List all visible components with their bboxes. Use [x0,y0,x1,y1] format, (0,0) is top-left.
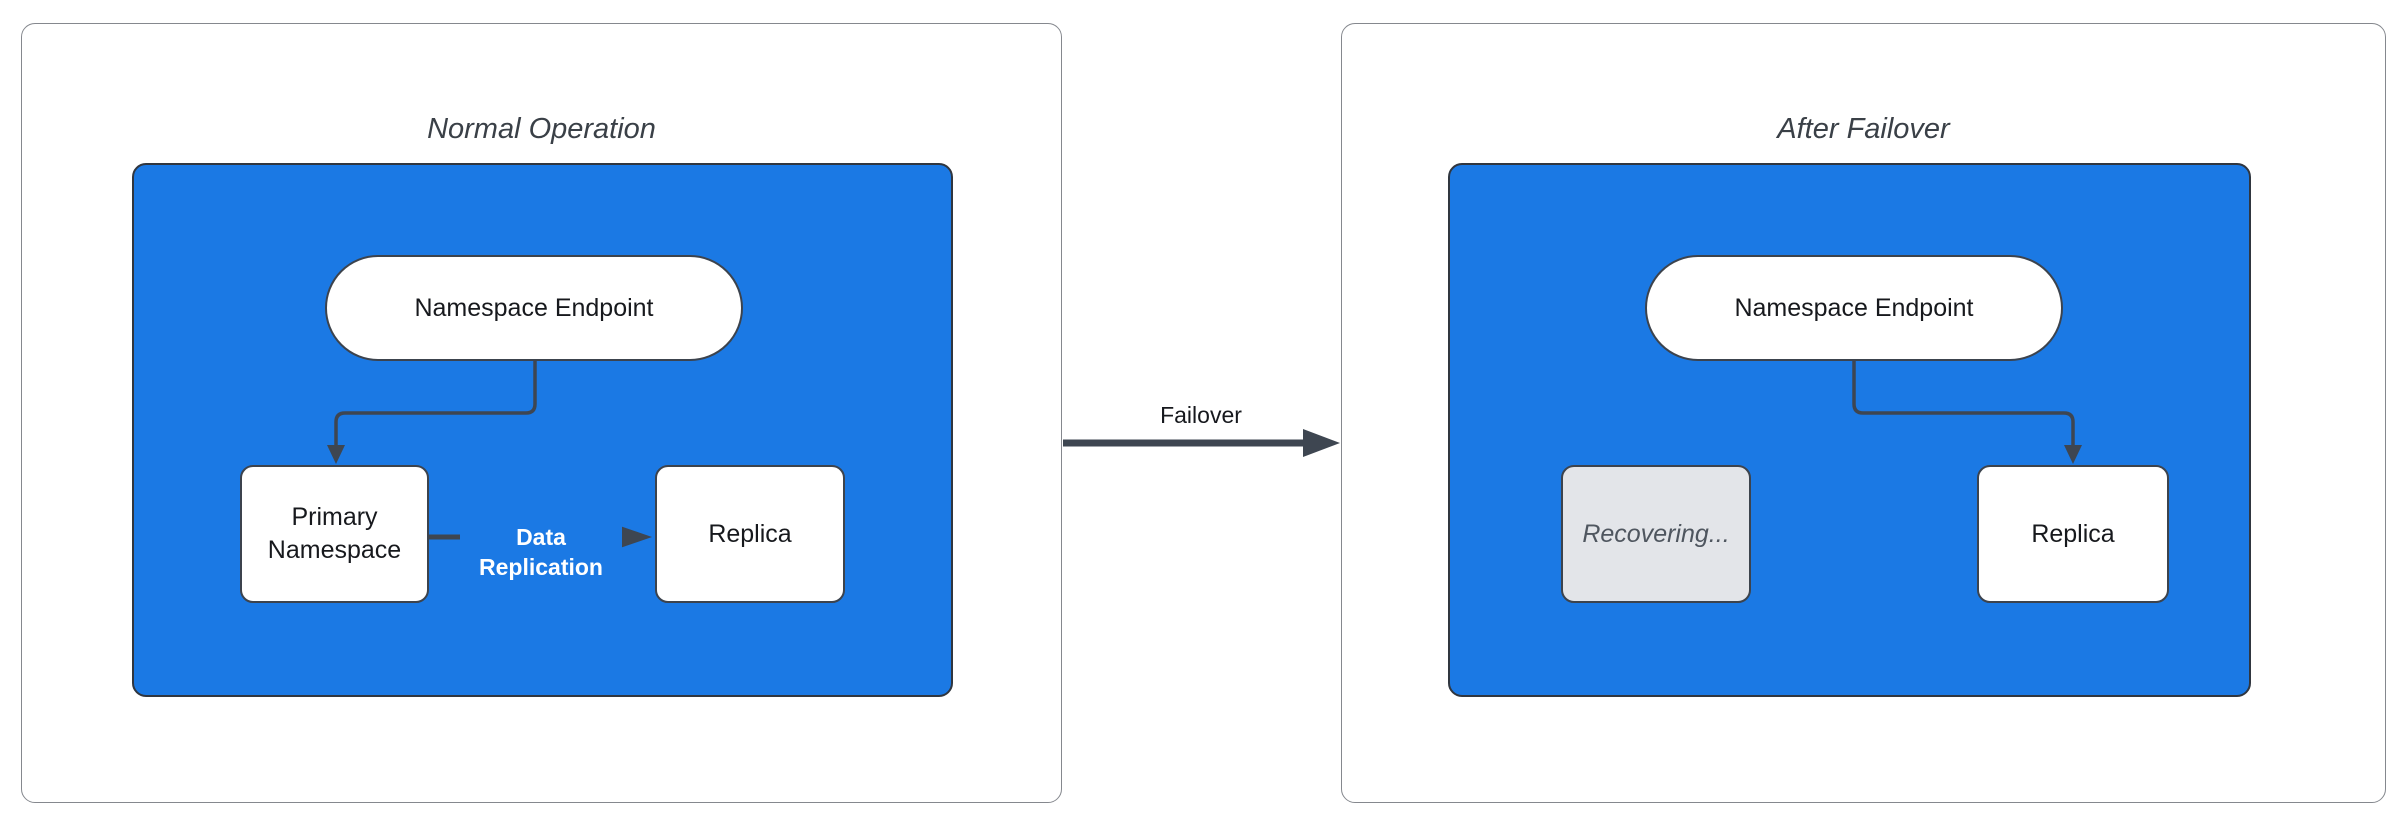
node-namespace-endpoint-left: Namespace Endpoint [325,255,743,361]
node-label: Recovering... [1582,519,1730,548]
panel-title: After Failover [1777,113,1950,145]
node-label: Replica [708,519,792,548]
namespace-cluster-right [1448,163,2251,697]
namespace-cluster-left [132,163,953,697]
panel-title: Normal Operation [427,113,656,145]
node-replica-right: Replica [1977,465,2169,603]
node-label: Primary Namespace [267,503,402,564]
node-namespace-endpoint-right: Namespace Endpoint [1645,255,2063,361]
node-label: Replica [2031,519,2115,548]
node-label: Namespace Endpoint [414,293,654,322]
arrowhead-failover [1303,429,1340,457]
edge-label-failover: Failover [1101,400,1301,430]
node-recovering: Recovering... [1561,465,1751,603]
node-label: Namespace Endpoint [1734,293,1974,322]
edge-label-data-replication: Data Replication [460,522,622,582]
node-primary-namespace: Primary Namespace [240,465,429,603]
node-replica-left: Replica [655,465,845,603]
